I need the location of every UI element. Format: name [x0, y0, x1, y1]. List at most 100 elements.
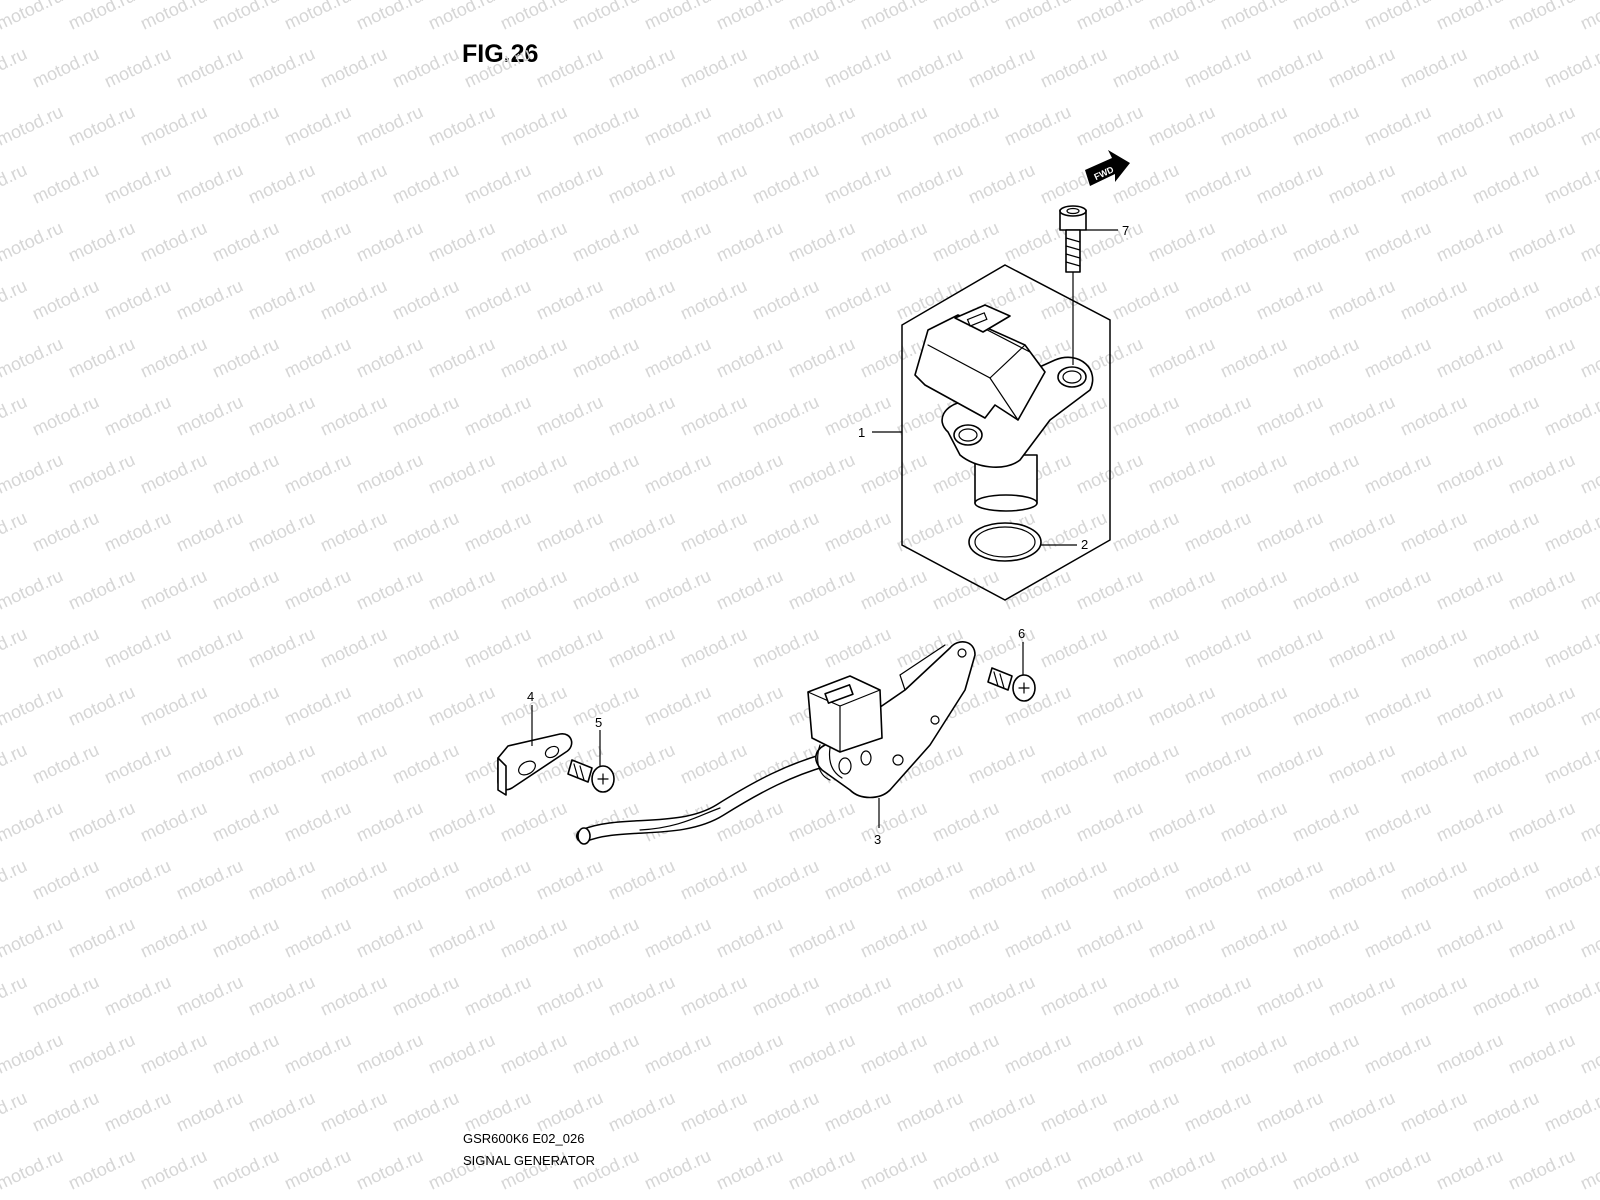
watermark-text: motod.ru	[209, 217, 282, 265]
watermark-text: motod.ru	[137, 0, 210, 34]
watermark-text: motod.ru	[173, 739, 246, 787]
watermark-text: motod.ru	[857, 449, 930, 497]
watermark-text: motod.ru	[1217, 333, 1290, 381]
watermark-text: motod.ru	[101, 623, 174, 671]
watermark-text: motod.ru	[1289, 565, 1362, 613]
watermark-text: motod.ru	[1145, 0, 1218, 34]
watermark-text: motod.ru	[533, 855, 606, 903]
watermark-text: motod.ru	[425, 449, 498, 497]
watermark-text: motod.ru	[1505, 913, 1578, 961]
watermark-text: motod.ru	[713, 913, 786, 961]
watermark-text: motod.ru	[101, 159, 174, 207]
watermark-text: motod.ru	[1109, 43, 1182, 91]
watermark-text: motod.ru	[317, 507, 390, 555]
watermark-text: motod.ru	[677, 855, 750, 903]
part-2-o-ring[interactable]	[968, 522, 1042, 562]
watermark-text: motod.ru	[1361, 565, 1434, 613]
watermark-text: motod.ru	[1253, 739, 1326, 787]
watermark-text: motod.ru	[1469, 159, 1542, 207]
watermark-text: motod.ru	[461, 855, 534, 903]
watermark-text: motod.ru	[29, 739, 102, 787]
watermark-text: motod.ru	[1397, 159, 1470, 207]
watermark-text: motod.ru	[65, 217, 138, 265]
watermark-text: motod.ru	[137, 449, 210, 497]
watermark-text: motod.ru	[389, 855, 462, 903]
watermark-text: motod.ru	[821, 1087, 894, 1135]
watermark-text: motod.ru	[29, 1087, 102, 1135]
watermark-text: motod.ru	[245, 507, 318, 555]
watermark-text: motod.ru	[1037, 739, 1110, 787]
watermark-text: motod.ru	[29, 275, 102, 323]
watermark-text: motod.ru	[1001, 681, 1074, 729]
watermark-text: motod.ru	[641, 101, 714, 149]
watermark-text: motod.ru	[1181, 391, 1254, 439]
part-5-screw[interactable]	[567, 730, 615, 793]
watermark-text: motod.ru	[1217, 1145, 1290, 1193]
watermark-text: motod.ru	[749, 855, 822, 903]
watermark-text: motod.ru	[1433, 681, 1506, 729]
callout-5: 5	[595, 715, 602, 730]
watermark-text: motod.ru	[1073, 681, 1146, 729]
watermark-text: motod.ru	[0, 1145, 66, 1193]
watermark-text: motod.ru	[785, 1029, 858, 1077]
watermark-text: motod.ru	[1073, 0, 1146, 34]
watermark-text: motod.ru	[317, 1087, 390, 1135]
watermark-text: motod.ru	[0, 507, 30, 555]
watermark-text: motod.ru	[1289, 797, 1362, 845]
watermark-text: motod.ru	[1109, 855, 1182, 903]
watermark-text: motod.ru	[1145, 797, 1218, 845]
watermark-text: motod.ru	[1577, 217, 1600, 265]
watermark-text: motod.ru	[605, 43, 678, 91]
watermark-text: motod.ru	[1577, 0, 1600, 34]
watermark-text: motod.ru	[1541, 739, 1600, 787]
watermark-text: motod.ru	[0, 855, 30, 903]
watermark-text: motod.ru	[1001, 913, 1074, 961]
watermark-text: motod.ru	[425, 1029, 498, 1077]
assembly-outline	[901, 264, 1111, 601]
watermark-text: motod.ru	[1109, 971, 1182, 1019]
watermark-text: motod.ru	[0, 101, 66, 149]
watermark-text: motod.ru	[1505, 797, 1578, 845]
part-4-clamp[interactable]	[497, 733, 573, 796]
watermark-text: motod.ru	[1001, 101, 1074, 149]
watermark-text: motod.ru	[1325, 1087, 1398, 1135]
watermark-text: motod.ru	[1073, 797, 1146, 845]
watermark-text: motod.ru	[533, 275, 606, 323]
watermark-text: motod.ru	[1073, 101, 1146, 149]
watermark-text: motod.ru	[641, 333, 714, 381]
watermark-text: motod.ru	[65, 1145, 138, 1193]
watermark-text: motod.ru	[389, 623, 462, 671]
watermark-text: motod.ru	[1109, 623, 1182, 671]
watermark-text: motod.ru	[533, 391, 606, 439]
watermark-text: motod.ru	[353, 449, 426, 497]
watermark-text: motod.ru	[389, 159, 462, 207]
watermark-text: motod.ru	[497, 217, 570, 265]
watermark-text: motod.ru	[893, 971, 966, 1019]
watermark-text: motod.ru	[929, 1029, 1002, 1077]
part-7-bolt[interactable]	[1059, 205, 1087, 365]
watermark-text: motod.ru	[1001, 565, 1074, 613]
watermark-text: motod.ru	[821, 159, 894, 207]
watermark-text: motod.ru	[497, 101, 570, 149]
watermark-text: motod.ru	[1181, 739, 1254, 787]
part-1-signal-generator[interactable]	[914, 304, 1094, 512]
part-6-screw[interactable]	[987, 642, 1036, 702]
watermark-text: motod.ru	[353, 565, 426, 613]
callout-4: 4	[527, 689, 534, 704]
watermark-text: motod.ru	[857, 1145, 930, 1193]
watermark-text: motod.ru	[461, 623, 534, 671]
watermark-text: motod.ru	[1577, 1145, 1600, 1193]
callout-6: 6	[1018, 626, 1025, 641]
watermark-text: motod.ru	[245, 623, 318, 671]
part-3-wiring-bracket[interactable]	[576, 641, 976, 845]
watermark-text: motod.ru	[497, 913, 570, 961]
watermark-text: motod.ru	[821, 623, 894, 671]
watermark-text: motod.ru	[245, 159, 318, 207]
figure-title: FIG.26	[462, 40, 539, 68]
watermark-text: motod.ru	[1145, 565, 1218, 613]
watermark-text: motod.ru	[65, 797, 138, 845]
watermark-text: motod.ru	[641, 0, 714, 34]
watermark-text: motod.ru	[1433, 449, 1506, 497]
watermark-text: motod.ru	[1469, 391, 1542, 439]
watermark-text: motod.ru	[1541, 391, 1600, 439]
